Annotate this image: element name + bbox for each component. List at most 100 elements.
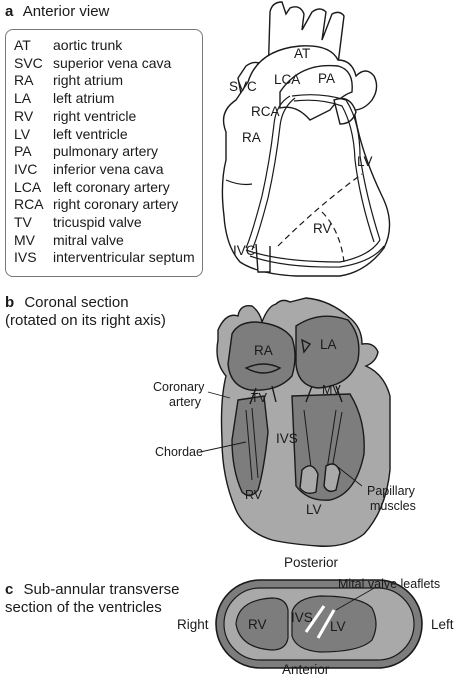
panel-b-letter: b (5, 294, 15, 311)
panel-c-heading-1: Sub-annular transverse (23, 581, 180, 598)
label-papillary-2: muscles (370, 499, 416, 513)
label-tv: TV (251, 391, 267, 405)
panel-a-heading: Anterior view (22, 3, 110, 20)
legend-abbreviation: SVC (14, 54, 43, 71)
panel-a-letter: a (5, 3, 14, 20)
label-ivc: IVC (233, 243, 256, 258)
panel-c-title: c Sub-annular transverse (5, 581, 179, 599)
legend-abbreviation: RA (14, 72, 34, 89)
legend-row: AT aortic trunk (14, 37, 202, 55)
transverse-rv-cavity (235, 597, 289, 651)
chordae-lines (245, 407, 343, 481)
legend-row: SVC superior vena cava (14, 55, 202, 73)
panel-b-heading-1: Coronal section (24, 294, 129, 311)
label-b-rv: RV (245, 488, 263, 502)
label-lv-a: LV (357, 154, 373, 169)
legend-term: left atrium (53, 90, 115, 107)
legend-abbreviation: LA (14, 90, 32, 107)
label-c-lv: LV (330, 619, 346, 634)
label-mital-valve-leaflets: Mital valve leaflets (338, 577, 441, 591)
legend-abbreviation: RCA (14, 196, 44, 213)
mitral-valve-leaflet (305, 385, 343, 403)
legend-row: IVS interventricular septum (14, 249, 202, 267)
legend-abbreviation: AT (14, 37, 31, 53)
anterior-heart-drawing (221, 1, 391, 277)
legend-term: right ventricle (53, 107, 137, 124)
tricuspid-valve-leaflet (249, 385, 277, 405)
legend-row: TV tricuspid valve (14, 214, 202, 232)
label-left: Left (431, 617, 454, 632)
label-b-la: LA (320, 337, 337, 352)
coronal-right-atrium (227, 321, 296, 391)
legend-abbreviation: MV (14, 231, 35, 248)
label-ivs-b: IVS (276, 431, 298, 446)
panel-c-letter: c (5, 581, 14, 598)
legend-row: RV right ventricle (14, 108, 202, 126)
legend-abbreviation: IVS (14, 249, 37, 266)
label-right: Right (177, 617, 209, 632)
la-valve-mark (301, 338, 312, 354)
septum-dashed-line (277, 173, 363, 247)
legend-row: IVC inferior vena cava (14, 161, 202, 179)
panel-b-title: b Coronal section (5, 294, 129, 312)
label-b-ra: RA (254, 343, 273, 358)
legend-abbreviation: TV (14, 214, 32, 231)
label-papillary-1: Papillary (367, 484, 415, 498)
legend-term: superior vena cava (53, 54, 172, 71)
legend-row: LV left ventricle (14, 126, 202, 144)
legend-term: interventricular septum (53, 249, 195, 266)
legend-term: right coronary artery (53, 196, 179, 213)
legend-term: right atrium (53, 72, 124, 89)
ra-valve-arc (244, 363, 282, 374)
legend-row: MV mitral valve (14, 232, 202, 250)
label-c-ivs: IVS (291, 610, 313, 625)
transverse-section-drawing (215, 579, 423, 669)
mitral-leaflet-1 (304, 605, 326, 633)
coronal-right-ventricle (231, 395, 269, 497)
label-chordae: Chordae (155, 445, 203, 459)
label-coronary-1: Coronary (153, 380, 205, 394)
left-coronary-artery (291, 94, 381, 241)
panel-a-title: a Anterior view (5, 3, 109, 21)
transverse-lv-cavity (291, 595, 377, 653)
label-anterior: Anterior (282, 662, 330, 677)
legend-term: tricuspid valve (53, 214, 142, 231)
pulmonary-artery (279, 64, 353, 121)
legend-abbreviation: RV (14, 107, 34, 124)
legend-row: LA left atrium (14, 90, 202, 108)
label-lca: LCA (274, 72, 301, 87)
label-ra: RA (242, 130, 261, 145)
legend-abbreviation: IVC (14, 160, 38, 177)
mitral-leaflet-2 (316, 609, 336, 639)
lower-border-vessel (245, 239, 381, 263)
legend-row: RA right atrium (14, 72, 202, 90)
label-svc: SVC (229, 79, 257, 94)
legend-term: pulmonary artery (53, 143, 159, 160)
label-rv-a: RV (313, 221, 332, 236)
legend-abbreviation: LV (14, 125, 31, 142)
coronal-section-drawing (199, 297, 391, 547)
papillary-muscle (299, 465, 319, 495)
right-coronary-artery (245, 95, 291, 249)
legend-term: aortic trunk (53, 37, 123, 53)
label-pa: PA (318, 71, 336, 86)
coronal-left-atrium (295, 315, 360, 389)
legend-term: mitral valve (53, 231, 124, 248)
panel-b-subtitle: (rotated on its right axis) (5, 312, 166, 329)
label-mv: MV (322, 383, 341, 397)
legend-abbreviation: LCA (14, 178, 42, 195)
label-rca: RCA (251, 104, 280, 119)
legend-row: RCA right coronary artery (14, 196, 202, 214)
label-coronary-2: artery (169, 395, 201, 409)
label-posterior: Posterior (284, 555, 339, 570)
legend-term: left ventricle (53, 125, 128, 142)
legend-term: inferior vena cava (53, 160, 164, 177)
panel-c-subtitle: section of the ventricles (5, 599, 162, 616)
label-b-lv: LV (306, 502, 322, 517)
label-at: AT (294, 46, 311, 61)
label-c-rv: RV (248, 617, 267, 632)
